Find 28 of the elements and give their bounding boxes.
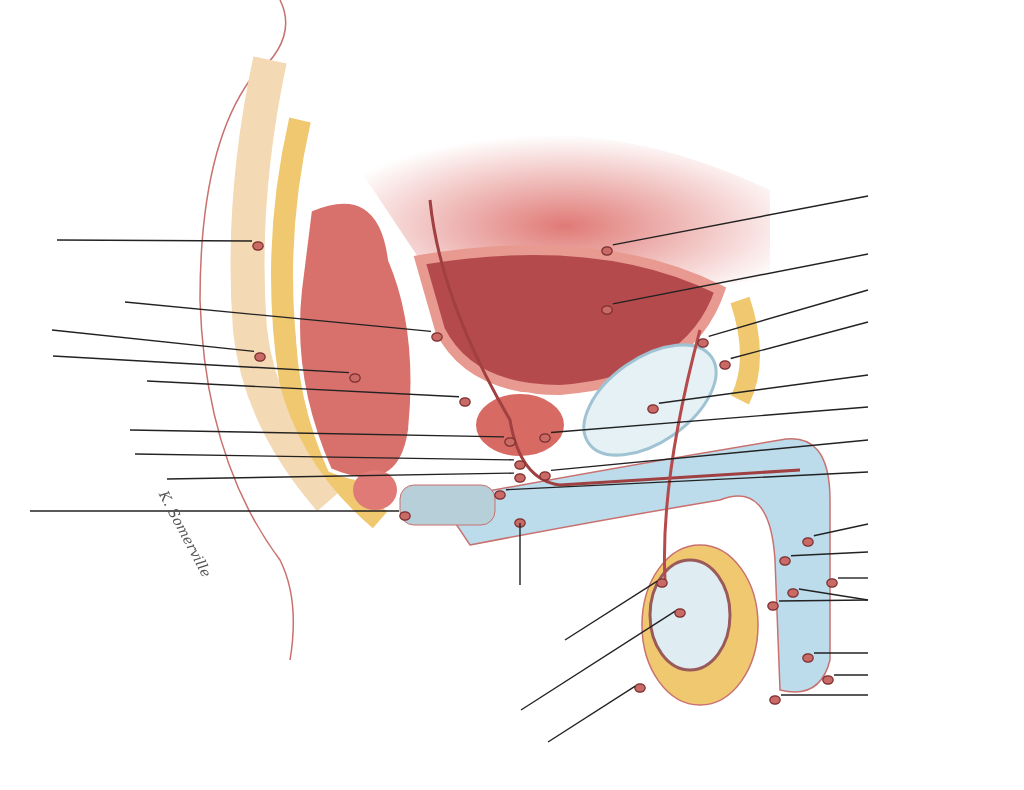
leader-line [790, 551, 869, 557]
leader-line [146, 380, 460, 398]
leader-line [56, 239, 253, 242]
leader-line [29, 510, 400, 512]
leader-line [612, 195, 869, 246]
leader-line [520, 610, 676, 711]
leader-line [519, 522, 521, 586]
leader-line [837, 577, 869, 579]
leader-line [550, 439, 869, 472]
leader-line [707, 289, 869, 338]
leader-line [780, 694, 869, 696]
leader-line [564, 580, 658, 641]
leader-line [134, 453, 515, 461]
leader-line [52, 355, 350, 374]
leader-line [778, 599, 869, 602]
leader-line [730, 321, 869, 360]
leader-line [813, 652, 869, 654]
leader-line [166, 472, 515, 480]
leader-line [813, 523, 869, 537]
leader-line [129, 429, 505, 438]
leader-line [51, 329, 255, 353]
leader-line [833, 674, 869, 676]
leader-line [658, 374, 869, 404]
leader-line [124, 301, 432, 333]
leader-line [612, 253, 869, 305]
leader-line [505, 471, 869, 491]
leader-line [550, 406, 869, 434]
leader-line [547, 685, 636, 743]
